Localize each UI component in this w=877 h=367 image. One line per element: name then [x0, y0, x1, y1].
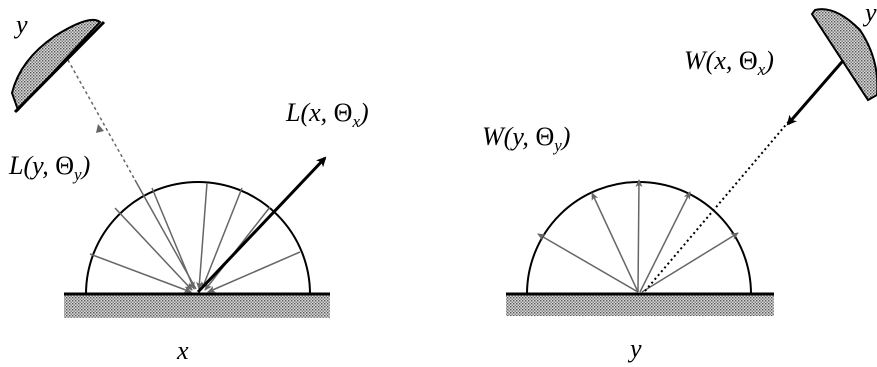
right-ground-surface	[506, 294, 774, 316]
left-outgoing-radiance-label: L(x, Θx)	[286, 98, 369, 131]
right-importance-arrow	[786, 54, 850, 126]
left-outgoing-arrow	[196, 156, 327, 294]
right-surface-point-label: y	[630, 334, 642, 363]
right-source-patch	[810, 8, 877, 102]
left-panel	[10, 18, 330, 318]
left-ray-arrowhead	[96, 124, 104, 133]
left-ground-surface	[64, 294, 330, 318]
right-panel	[506, 8, 877, 316]
right-incoming-importance-label: W(x, Θx)	[684, 46, 774, 79]
left-incoming-rays	[89, 182, 301, 293]
right-source-patch-label: y	[865, 0, 877, 27]
right-outgoing-importance-label: W(y, Θy)	[482, 122, 571, 155]
left-incoming-radiance-label: L(y, Θy)	[9, 151, 91, 184]
left-ray-into-hemisphere	[134, 179, 197, 290]
left-source-patch-label: y	[16, 10, 28, 39]
left-ray-from-patch	[67, 59, 136, 181]
left-hemisphere	[85, 181, 311, 295]
right-outgoing-rays	[537, 179, 739, 293]
left-surface-point-label: x	[177, 336, 189, 365]
left-source-patch	[10, 18, 102, 112]
left-source-patch-edge	[13, 20, 106, 114]
right-importance-dotted-ray	[644, 119, 791, 292]
